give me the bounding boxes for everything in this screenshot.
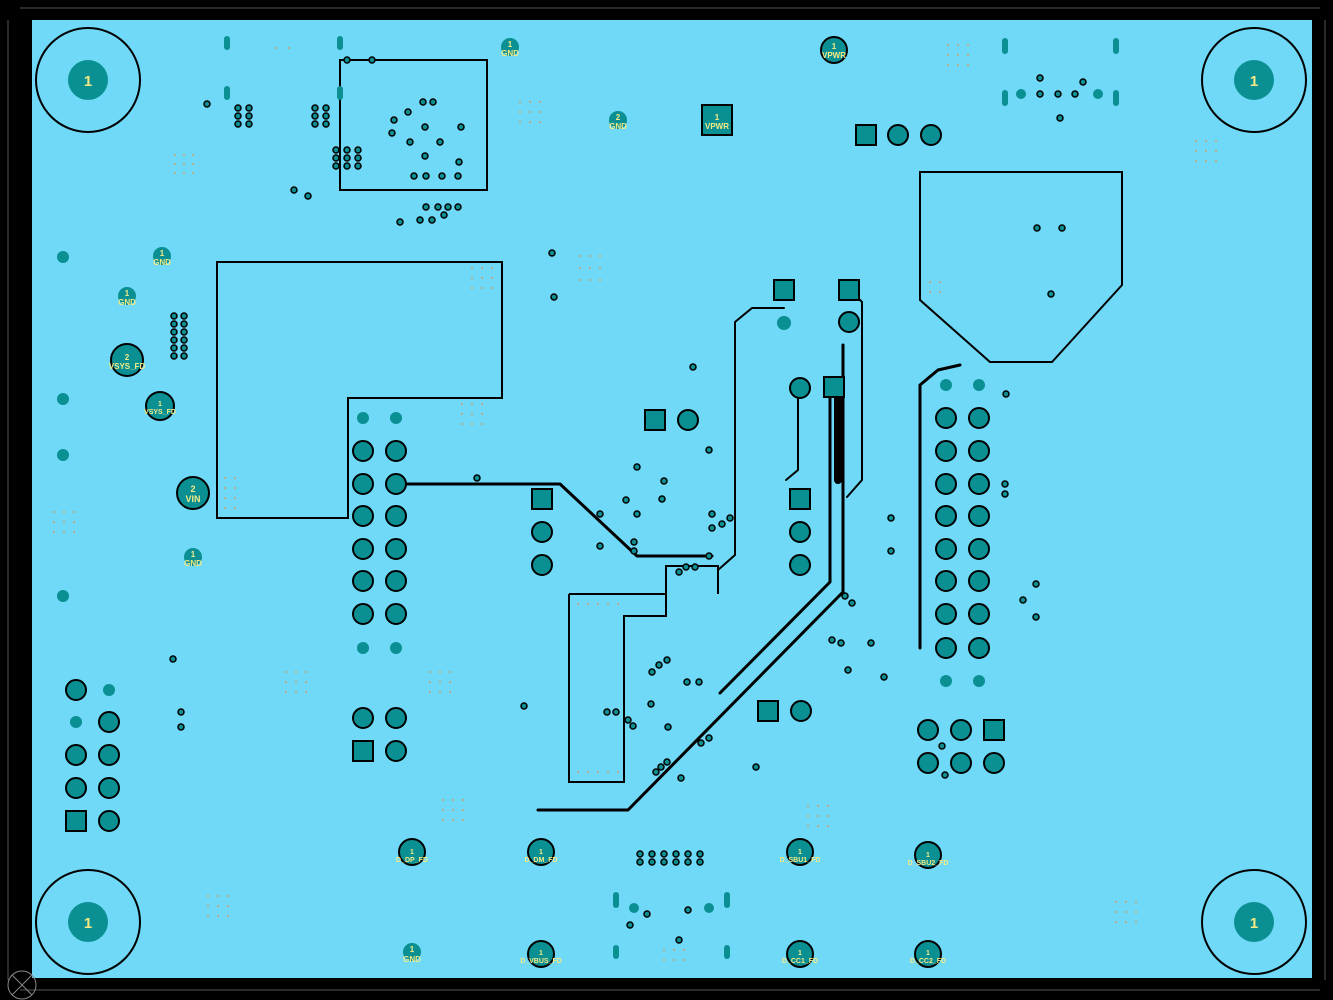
header-3pin-center-right[interactable]	[789, 488, 811, 576]
testpoint-gnd-left-3[interactable]: 1 GND	[184, 548, 202, 568]
net-label: D_SBU1_FD	[780, 857, 821, 864]
net-label: D_CC2_FD	[910, 958, 946, 965]
testpoint-dp-fd[interactable]: 1 D_DP_FD	[396, 838, 428, 866]
testpoint-vpwr-top[interactable]: 1 VPWR	[820, 36, 848, 64]
testpoint-gnd-top[interactable]: 1 GND	[501, 38, 519, 58]
mounting-hole-top-left[interactable]: 1	[35, 27, 141, 133]
mounting-hole-number: 1	[1250, 915, 1258, 932]
header-3pin-center-left[interactable]	[531, 488, 553, 576]
mounting-hole-number: 1	[84, 73, 92, 90]
net-label: VSYS_FD	[144, 409, 176, 416]
net-label: D_CC1_FD	[782, 958, 818, 965]
header-bottom-left[interactable]	[65, 679, 120, 832]
mounting-hole-bottom-left[interactable]: 1	[35, 869, 141, 975]
pin-number: 2	[125, 353, 130, 362]
net-label: D_SBU2_FD	[908, 860, 949, 867]
testpoint-gnd-left-1[interactable]: 1 GND	[153, 247, 171, 267]
pin-number: 1	[191, 550, 196, 559]
header-3pin-top-right[interactable]	[855, 124, 942, 146]
mounting-hole-top-right[interactable]: 1	[1201, 27, 1307, 133]
pin-number: 1	[798, 950, 802, 957]
testpoint-vbus-fd[interactable]: 1 D_VBUS_FD	[520, 940, 562, 968]
testpoint-vin[interactable]: 2 VIN	[176, 476, 210, 510]
header-small-middle-left[interactable]	[352, 707, 407, 762]
small-vias	[169, 56, 1087, 944]
mounting-hole-bottom-right[interactable]: 1	[1201, 869, 1307, 975]
net-label: VPWR	[822, 51, 846, 60]
net-label: D_VBUS_FD	[520, 958, 562, 965]
testpoint-vsys-fd-1[interactable]: 1 VSYS_FD	[144, 391, 176, 421]
net-label: GND	[118, 298, 136, 307]
header-2pin-center[interactable]	[644, 409, 699, 431]
testpoint-gnd-bottom[interactable]: 1 GND	[403, 943, 421, 964]
pin-number: 1	[539, 849, 543, 856]
pin-number: 1	[832, 42, 837, 51]
pin-number: 1	[160, 249, 165, 258]
board-outlines	[216, 59, 1123, 783]
net-label: D_DP_FD	[396, 857, 428, 864]
header-2pin-top-center[interactable]	[773, 279, 860, 399]
testpoint-dm-fd[interactable]: 1 D_DM_FD	[524, 838, 558, 866]
testpoint-gnd-left-2[interactable]: 1 GND	[118, 287, 136, 307]
header-2pin-lower[interactable]	[757, 700, 812, 722]
net-label: GND	[501, 49, 519, 58]
net-label: VIN	[185, 494, 200, 504]
net-label: GND	[609, 122, 627, 131]
ruler-ticks	[7, 7, 1326, 991]
pin-number: 1	[715, 113, 720, 122]
origin-marker-icon	[7, 970, 37, 1000]
pin-number: 1	[410, 849, 414, 856]
mounting-hole-number: 1	[1250, 73, 1258, 90]
silkscreen-dots	[53, 44, 1217, 961]
pin-number: 1	[125, 289, 130, 298]
header-bottom-right[interactable]	[917, 719, 1005, 774]
testpoint-cc2-fd[interactable]: 1 D_CC2_FD	[910, 940, 946, 968]
copper-traces	[395, 289, 962, 812]
net-label: GND	[403, 955, 421, 964]
testpoint-cc1-fd[interactable]: 1 D_CC1_FD	[782, 940, 818, 968]
testpoint-sbu2-fd[interactable]: 1 D_SBU2_FD	[908, 841, 949, 869]
pin-number: 1	[798, 849, 802, 856]
testpoint-vsys-fd-2[interactable]: 2 VSYS_FD	[109, 343, 146, 377]
testpoint-gnd-2[interactable]: 2 GND	[609, 111, 627, 131]
pin-number: 1	[926, 852, 930, 859]
testpoint-vpwr-square[interactable]: 1 VPWR	[701, 104, 733, 136]
pin-number: 2	[190, 484, 195, 494]
net-label: D_DM_FD	[524, 857, 557, 864]
pin-number: 1	[158, 401, 162, 408]
mounting-hole-number: 1	[84, 915, 92, 932]
header-j-middle-left[interactable]	[352, 412, 407, 654]
net-label: GND	[184, 559, 202, 568]
board-area[interactable]	[32, 20, 1312, 978]
pin-number: 1	[926, 950, 930, 957]
net-label: GND	[153, 258, 171, 267]
pin-number: 2	[616, 113, 621, 122]
pin-number: 1	[508, 40, 513, 49]
net-label: VSYS_FD	[109, 362, 146, 371]
vias	[57, 89, 1103, 913]
pin-number: 1	[410, 945, 415, 954]
pin-number: 1	[539, 950, 543, 957]
net-label: VPWR	[705, 122, 729, 131]
testpoint-sbu1-fd[interactable]: 1 D_SBU1_FD	[780, 838, 821, 866]
header-j-right[interactable]	[935, 379, 990, 687]
slot-pads	[224, 36, 1119, 959]
